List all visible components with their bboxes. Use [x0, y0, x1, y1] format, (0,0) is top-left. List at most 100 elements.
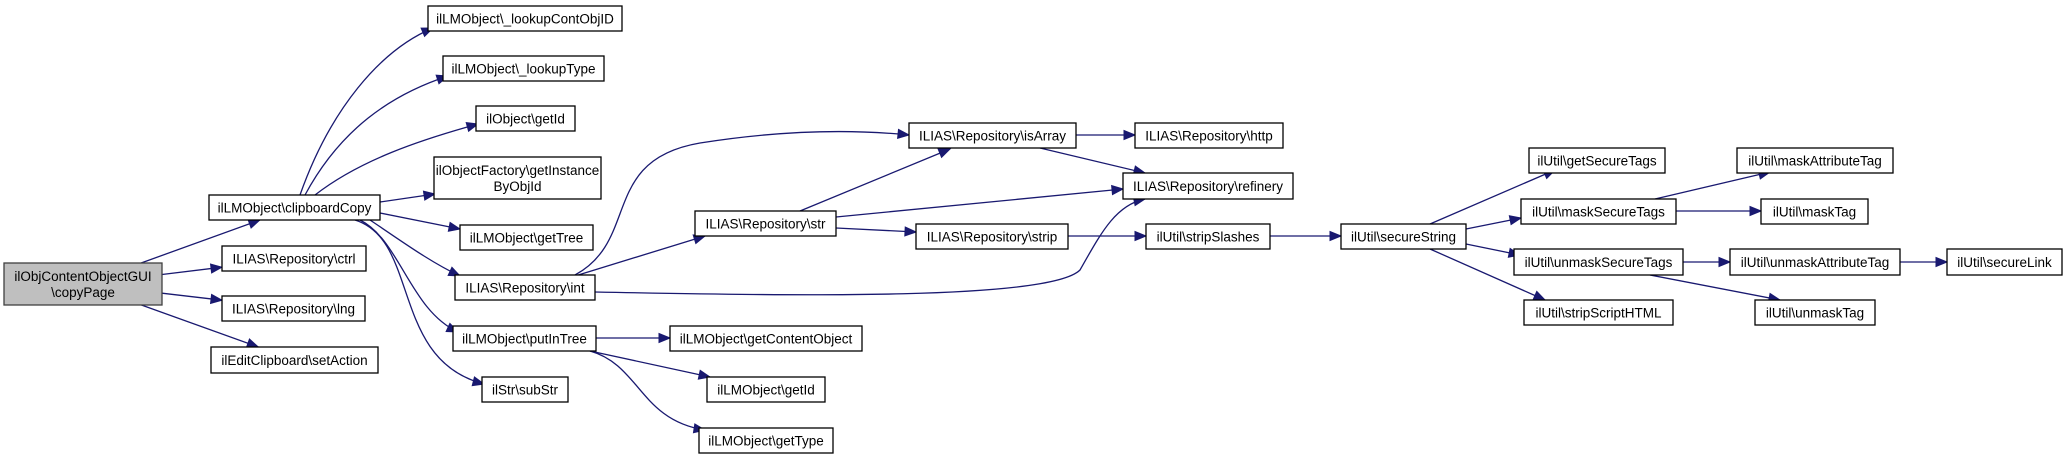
node-box	[669, 325, 863, 352]
node-getSecureTags[interactable]: ilUtil\getSecureTags	[1528, 147, 1666, 174]
node-label: \copyPage	[51, 285, 115, 300]
node-label: ILIAS\Repository\int	[465, 281, 585, 296]
nodes-layer: ilObjContentObjectGUI\copyPage ilLMObject…	[3, 5, 2063, 454]
node-clipboardCopy[interactable]: ilLMObject\clipboardCopy	[208, 194, 381, 221]
arrowhead-icon	[1123, 129, 1137, 141]
node-unmaskAttributeTag[interactable]: ilUtil\unmaskAttributeTag	[1729, 248, 1901, 276]
node-box	[481, 376, 569, 403]
node-label: ilUtil\secureString	[1351, 230, 1456, 245]
node-objGetId[interactable]: ilObject\getId	[475, 105, 576, 132]
edge-int-to-str	[574, 235, 706, 277]
node-box	[698, 427, 834, 454]
node-secureString[interactable]: ilUtil\secureString	[1340, 223, 1467, 250]
node-maskTag[interactable]: ilUtil\maskTag	[1760, 198, 1869, 225]
node-stripScriptHTML[interactable]: ilUtil\stripScriptHTML	[1523, 299, 1674, 326]
edge-clipboardCopy-to-int	[369, 219, 461, 277]
node-label: ilObject\getId	[486, 112, 565, 127]
node-label: ilLMObject\getContentObject	[680, 332, 853, 347]
node-box	[442, 55, 605, 82]
node-unmaskTag[interactable]: ilUtil\unmaskTag	[1754, 299, 1876, 326]
node-subStr[interactable]: ilStr\subStr	[481, 376, 569, 403]
node-label: ilStr\subStr	[492, 383, 559, 398]
node-unmaskSecureTags[interactable]: ilUtil\unmaskSecureTags	[1513, 248, 1684, 276]
node-lookupType[interactable]: ilLMObject\_lookupType	[442, 55, 605, 82]
node-label: ilUtil\stripScriptHTML	[1535, 306, 1662, 321]
node-box	[221, 245, 367, 272]
node-label: ILIAS\Repository\isArray	[919, 129, 1066, 144]
node-strip[interactable]: ILIAS\Repository\strip	[915, 223, 1069, 250]
arrowhead-icon	[1508, 215, 1523, 226]
edge-putInTree-to-getType	[589, 350, 706, 431]
edge-unmaskSecureTags-to-unmaskTag	[1649, 274, 1781, 301]
arrowhead-icon	[1111, 184, 1125, 196]
node-label: ilLMObject\getId	[717, 383, 815, 398]
node-secureLink[interactable]: ilUtil\secureLink	[1946, 248, 2063, 276]
node-box	[1729, 248, 1901, 276]
edge-clipboardCopy-to-getTree	[379, 212, 461, 230]
arrowhead-icon	[465, 122, 480, 133]
node-getTree[interactable]: ilLMObject\getTree	[459, 224, 594, 251]
node-getContentObject[interactable]: ilLMObject\getContentObject	[669, 325, 863, 352]
arrowhead-icon	[937, 148, 952, 159]
node-label: ilObjContentObjectGUI	[14, 269, 151, 284]
node-maskAttributeTag[interactable]: ilUtil\maskAttributeTag	[1736, 147, 1894, 174]
node-lookupContObjID[interactable]: ilLMObject\_lookupContObjID	[427, 5, 623, 32]
node-box	[3, 262, 163, 306]
node-box	[1528, 147, 1666, 174]
node-box	[454, 274, 596, 301]
node-putInTree[interactable]: ilLMObject\putInTree	[452, 325, 597, 352]
node-label: ilUtil\unmaskTag	[1766, 306, 1864, 321]
node-box	[1134, 122, 1284, 149]
edge-putInTree-to-lmGetId	[589, 350, 711, 378]
node-getType[interactable]: ilLMObject\getType	[698, 427, 834, 454]
node-label: ilObjectFactory\getInstance	[436, 163, 600, 178]
node-box	[1520, 198, 1677, 225]
arrowhead-icon	[447, 221, 462, 232]
node-root[interactable]: ilObjContentObjectGUI\copyPage	[3, 262, 163, 306]
node-box	[452, 325, 597, 352]
node-label: ilUtil\getSecureTags	[1537, 154, 1657, 169]
edge-clipboardCopy-to-putInTree	[359, 219, 459, 333]
node-stripSlashes[interactable]: ilUtil\stripSlashes	[1145, 223, 1271, 250]
node-lmGetId[interactable]: ilLMObject\getId	[706, 376, 826, 403]
arrowhead-icon	[422, 190, 437, 201]
node-box	[915, 223, 1069, 250]
arrowhead-icon	[904, 226, 918, 237]
node-label: ILIAS\Repository\refinery	[1133, 179, 1283, 194]
node-label: ilLMObject\_lookupType	[451, 62, 595, 77]
node-label: ilUtil\unmaskAttributeTag	[1741, 255, 1890, 270]
arrowhead-icon	[1532, 290, 1547, 301]
node-int[interactable]: ILIAS\Repository\int	[454, 274, 596, 301]
node-label: ilUtil\unmaskSecureTags	[1525, 255, 1673, 270]
node-label: ByObjId	[493, 179, 541, 194]
arrowhead-icon	[209, 263, 224, 274]
node-label: ilLMObject\clipboardCopy	[218, 201, 372, 216]
node-box	[1145, 223, 1271, 250]
edge-clipboardCopy-to-lookupType	[304, 75, 449, 196]
node-http[interactable]: ILIAS\Repository\http	[1134, 122, 1284, 149]
node-ctrl[interactable]: ILIAS\Repository\ctrl	[221, 245, 367, 272]
edge-clipboardCopy-to-objGetId	[314, 123, 479, 196]
node-lng[interactable]: ILIAS\Repository\lng	[221, 295, 366, 322]
arrowhead-icon	[1329, 230, 1343, 242]
node-refinery[interactable]: ILIAS\Repository\refinery	[1122, 172, 1294, 200]
edge-secureString-to-getSecureTags	[1429, 169, 1556, 225]
node-label: ilLMObject\_lookupContObjID	[436, 12, 614, 27]
arrowhead-icon	[209, 293, 224, 305]
edge-int-to-isArray	[574, 130, 910, 276]
node-box	[210, 346, 379, 374]
node-setAction[interactable]: ilEditClipboard\setAction	[210, 346, 379, 374]
node-label: ILIAS\Repository\str	[705, 217, 826, 232]
node-isArray[interactable]: ILIAS\Repository\isArray	[908, 122, 1077, 149]
node-maskSecureTags[interactable]: ilUtil\maskSecureTags	[1520, 198, 1677, 225]
node-box	[908, 122, 1077, 149]
node-box	[427, 5, 623, 32]
node-label: ilLMObject\getType	[708, 434, 824, 449]
node-box	[706, 376, 826, 403]
node-label: ILIAS\Repository\strip	[927, 230, 1058, 245]
edge-root-to-clipboardCopy	[140, 219, 261, 264]
node-box	[433, 156, 602, 200]
node-str[interactable]: ILIAS\Repository\str	[694, 210, 837, 237]
